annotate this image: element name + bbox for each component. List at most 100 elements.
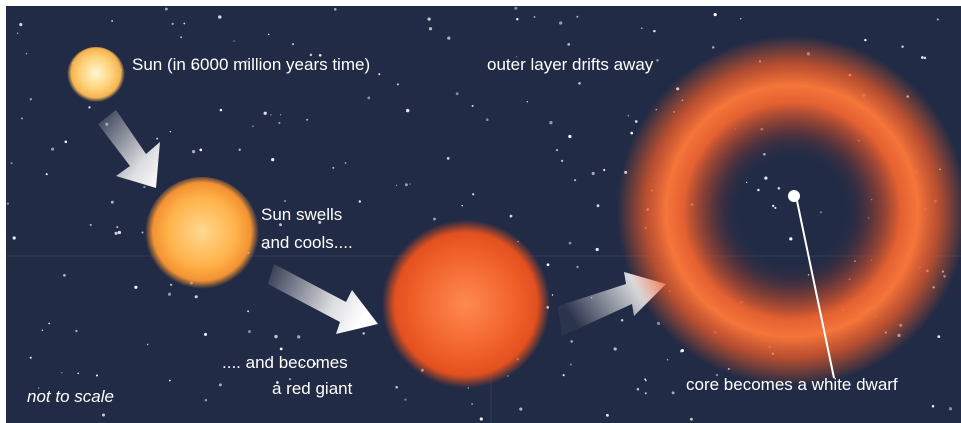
star: [526, 101, 529, 103]
star: [551, 294, 554, 296]
star: [29, 98, 32, 101]
star: [61, 372, 63, 374]
star: [931, 404, 935, 408]
star: [168, 379, 171, 382]
star: [433, 217, 436, 221]
sun-now: [67, 47, 125, 105]
star: [574, 179, 577, 182]
star: [306, 118, 309, 121]
star: [367, 96, 371, 100]
star: [562, 374, 565, 377]
star: [180, 36, 183, 39]
star: [204, 398, 208, 402]
star: [245, 60, 248, 63]
star: [923, 56, 927, 60]
star: [472, 193, 475, 196]
star: [276, 381, 279, 384]
star: [51, 147, 55, 151]
star: [666, 359, 669, 361]
star: [274, 334, 278, 339]
label-not-to-scale: not to scale: [27, 387, 114, 406]
star: [309, 53, 313, 57]
star: [332, 166, 335, 169]
star: [644, 392, 647, 395]
star: [25, 52, 28, 55]
star: [570, 340, 573, 343]
star: [313, 362, 317, 366]
star: [591, 171, 595, 176]
star: [75, 329, 78, 333]
star: [404, 398, 407, 401]
star: [640, 27, 643, 30]
star: [681, 349, 684, 352]
star: [116, 226, 119, 229]
star: [6, 202, 10, 205]
star: [689, 417, 693, 421]
star: [134, 285, 138, 289]
star: [378, 73, 381, 76]
star: [318, 53, 322, 57]
star: [146, 343, 149, 346]
star: [576, 15, 579, 18]
white-dwarf-pointer: [795, 195, 835, 379]
star: [199, 148, 203, 152]
star: [41, 329, 44, 332]
star: [252, 125, 254, 127]
star: [740, 17, 742, 20]
star: [656, 59, 659, 62]
star: [279, 223, 282, 227]
star: [636, 387, 640, 391]
star: [48, 322, 51, 325]
star: [455, 92, 459, 96]
star: [288, 377, 292, 381]
star: [630, 131, 633, 135]
star: [218, 383, 222, 387]
star: [171, 22, 174, 25]
star: [194, 295, 198, 299]
star: [10, 162, 13, 165]
star: [605, 413, 609, 417]
star: [948, 407, 953, 411]
star: [63, 273, 66, 277]
star: [318, 220, 322, 224]
star: [713, 13, 717, 17]
star: [267, 33, 270, 36]
star: [300, 364, 303, 366]
star: [89, 223, 92, 226]
label-sun-future: Sun (in 6000 million years time): [132, 55, 371, 74]
star: [111, 20, 113, 22]
star: [671, 391, 675, 395]
star: [358, 200, 362, 203]
star: [937, 335, 941, 338]
star: [471, 104, 474, 107]
star: [110, 200, 114, 204]
star: [901, 45, 904, 48]
star: [279, 114, 282, 116]
star: [645, 379, 647, 382]
star: [864, 38, 867, 42]
star: [271, 157, 275, 162]
star: [471, 403, 473, 405]
star: [427, 17, 431, 21]
star: [409, 183, 411, 185]
star: [117, 230, 122, 235]
star: [265, 246, 268, 250]
star: [12, 236, 16, 240]
star: [514, 6, 518, 10]
star: [396, 83, 399, 86]
star: [533, 15, 536, 18]
star: [560, 159, 564, 163]
label-outer-layer: outer layer drifts away: [487, 55, 654, 74]
star: [447, 36, 451, 40]
star: [167, 292, 172, 296]
star: [569, 363, 572, 366]
white-dwarf: [788, 190, 800, 202]
star: [576, 265, 579, 269]
star: [653, 29, 656, 33]
swollen-sun: [145, 177, 259, 291]
star: [715, 373, 719, 377]
star: [406, 108, 410, 113]
star: [395, 385, 399, 389]
star: [169, 130, 172, 133]
label-swells-line2: and cools....: [261, 233, 353, 252]
